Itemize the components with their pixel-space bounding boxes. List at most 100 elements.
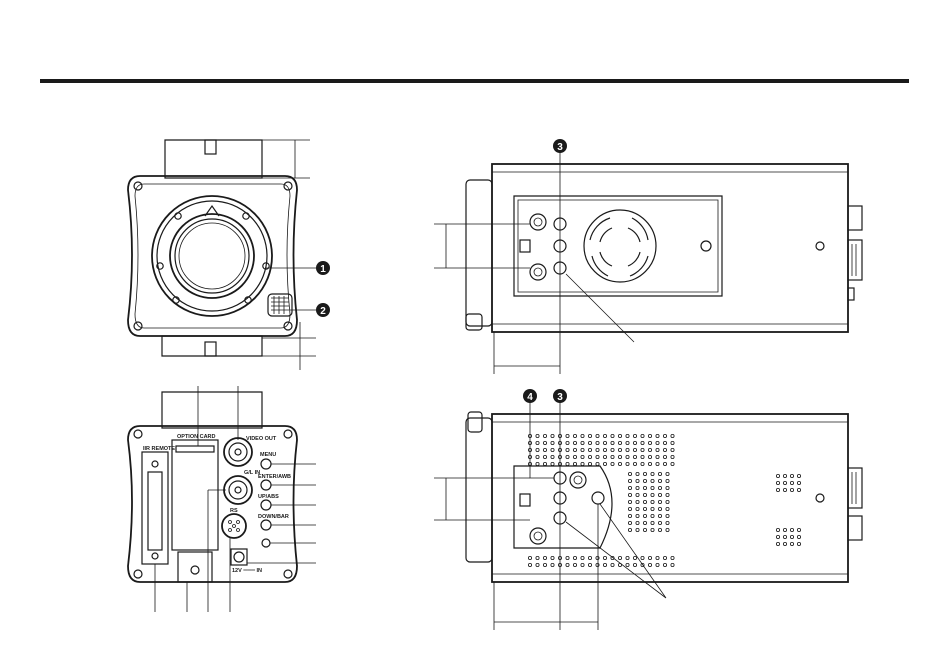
side-view (434, 152, 862, 374)
vent-hole (663, 455, 666, 458)
vent-hole (636, 472, 639, 475)
vent-hole (651, 486, 654, 489)
vent-hole (797, 481, 800, 484)
vent-hole (651, 479, 654, 482)
vent-hole (633, 434, 636, 437)
vent-hole (603, 434, 606, 437)
vent-hole (628, 486, 631, 489)
vent-hole (797, 528, 800, 531)
vent-hole (618, 448, 621, 451)
vent-hole (797, 535, 800, 538)
vent-hole (551, 462, 554, 465)
vent-hole (643, 479, 646, 482)
vent-hole (658, 521, 661, 524)
vent-hole (643, 500, 646, 503)
vent-hole (666, 507, 669, 510)
vent-hole (588, 448, 591, 451)
vent-hole (581, 462, 584, 465)
vent-hole (658, 500, 661, 503)
vent-hole (671, 455, 674, 458)
vent-hole (656, 556, 659, 559)
vent-hole (783, 535, 786, 538)
vent-hole (666, 500, 669, 503)
label-up-abs: UP/ABS (258, 494, 279, 500)
vent-hole (643, 486, 646, 489)
vent-hole (641, 434, 644, 437)
vent-hole (536, 441, 539, 444)
svg-text:3: 3 (557, 392, 563, 403)
vent-hole (611, 563, 614, 566)
vent-hole (551, 563, 554, 566)
vent-hole (566, 455, 569, 458)
vent-hole (588, 462, 591, 465)
vent-hole (783, 488, 786, 491)
vent-hole (581, 441, 584, 444)
vent-hole (636, 514, 639, 517)
vent-hole (633, 563, 636, 566)
vent-hole (536, 455, 539, 458)
vent-hole (618, 434, 621, 437)
vent-hole (656, 448, 659, 451)
vent-hole (543, 448, 546, 451)
vent-hole (666, 493, 669, 496)
vent-hole (663, 434, 666, 437)
vent-hole (626, 563, 629, 566)
vent-holes (528, 434, 800, 566)
vent-hole (551, 556, 554, 559)
badge-2: 2 (316, 303, 330, 317)
vent-hole (636, 479, 639, 482)
vent-hole (596, 462, 599, 465)
vent-hole (618, 455, 621, 458)
vent-hole (603, 441, 606, 444)
vent-hole (783, 474, 786, 477)
label-down-bar: DOWN/BAR (258, 514, 289, 520)
vent-hole (790, 488, 793, 491)
vent-hole (641, 441, 644, 444)
vent-hole (648, 434, 651, 437)
vent-hole (797, 488, 800, 491)
vent-hole (588, 563, 591, 566)
vent-hole (536, 434, 539, 437)
vent-hole (611, 441, 614, 444)
vent-hole (656, 563, 659, 566)
vent-hole (626, 462, 629, 465)
vent-hole (573, 462, 576, 465)
vent-hole (596, 563, 599, 566)
badge-3-bottom: 3 (553, 389, 567, 403)
vent-hole (611, 434, 614, 437)
vent-hole (543, 441, 546, 444)
vent-hole (658, 479, 661, 482)
vent-hole (566, 441, 569, 444)
vent-hole (776, 481, 779, 484)
header-rule (40, 79, 909, 83)
vent-hole (663, 563, 666, 566)
vent-hole (643, 528, 646, 531)
label-option-card: OPTION CARD (177, 434, 216, 440)
vent-hole (671, 441, 674, 444)
vent-hole (633, 441, 636, 444)
vent-hole (628, 507, 631, 510)
vent-hole (633, 462, 636, 465)
vent-hole (551, 441, 554, 444)
vent-hole (671, 462, 674, 465)
vent-hole (633, 455, 636, 458)
vent-hole (783, 481, 786, 484)
vent-hole (651, 472, 654, 475)
vent-hole (790, 535, 793, 538)
vent-hole (658, 486, 661, 489)
vent-hole (643, 521, 646, 524)
vent-hole (797, 474, 800, 477)
vent-hole (603, 563, 606, 566)
vent-hole (651, 507, 654, 510)
vent-hole (611, 462, 614, 465)
vent-hole (648, 448, 651, 451)
vent-hole (588, 556, 591, 559)
vent-hole (581, 556, 584, 559)
vent-hole (543, 563, 546, 566)
vent-hole (641, 556, 644, 559)
vent-hole (641, 455, 644, 458)
vent-hole (618, 462, 621, 465)
vent-hole (658, 528, 661, 531)
label-dc-in: 12V ═══ IN (232, 568, 262, 574)
